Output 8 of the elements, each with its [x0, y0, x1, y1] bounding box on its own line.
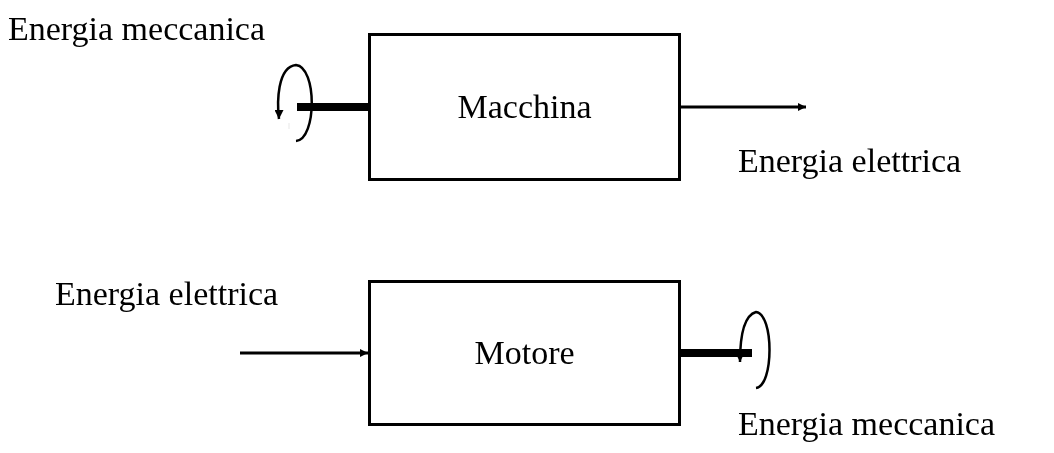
energy-label: Energia meccanica [8, 10, 266, 48]
process-box [368, 33, 681, 181]
box-label: Motore [474, 334, 575, 372]
process-box [368, 280, 681, 426]
energy-label: Energia meccanica [738, 405, 996, 443]
box-label: Macchina [457, 88, 592, 126]
energy-label: Energia elettrica [738, 142, 962, 180]
energy-label: Energia elettrica [55, 275, 279, 313]
